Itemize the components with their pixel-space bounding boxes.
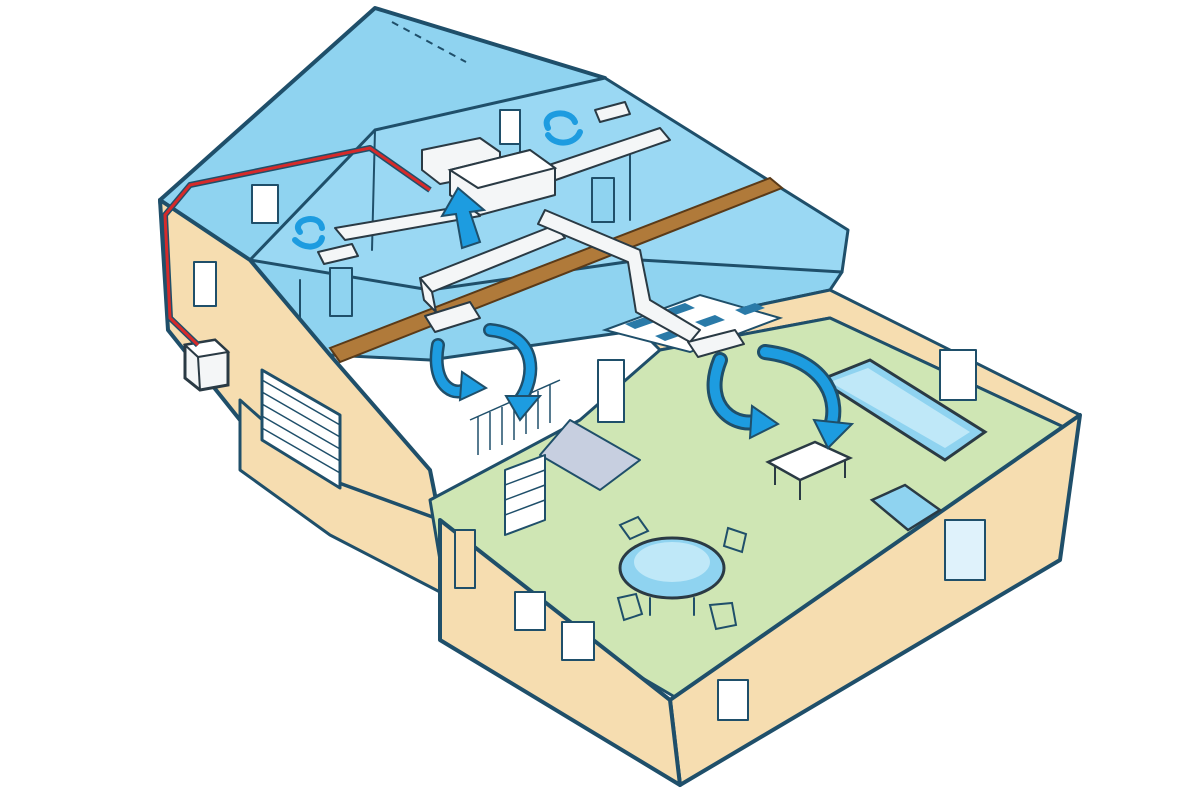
sofa (816, 358, 988, 462)
airflow-arrow-icon (440, 186, 487, 250)
air-handler-unit-icon (421, 137, 558, 216)
entry-door (454, 529, 476, 589)
hallway-floor (539, 419, 641, 491)
upper-window (499, 109, 521, 145)
ceiling-vent (424, 301, 481, 333)
coffee-table (765, 440, 854, 500)
ground-window (561, 621, 595, 661)
dining-set (616, 515, 748, 631)
outdoor-ac-unit-icon (182, 338, 231, 392)
upper-door (329, 267, 353, 317)
armchair (869, 483, 943, 532)
staircase (504, 454, 546, 536)
stair-steps (504, 469, 546, 516)
ground-window (717, 679, 749, 721)
airflow-arrows (292, 110, 855, 450)
roof-ridge-hidden-line (391, 21, 467, 63)
fridge (597, 359, 625, 423)
ceiling-vent (687, 329, 745, 358)
upper-floor (158, 6, 850, 362)
garage-door-slats (261, 379, 341, 474)
back-window (939, 349, 977, 401)
ceiling-vent (594, 101, 631, 123)
side-window (193, 261, 217, 307)
dining-chairs (616, 515, 748, 631)
airflow-arrow-icon (292, 216, 325, 250)
patio-door (944, 519, 986, 581)
airflow-arrow-icon (706, 352, 780, 440)
airflow-arrow-icon (483, 323, 543, 422)
upper-window (251, 184, 279, 224)
airflow-arrow-icon (429, 338, 489, 402)
airflow-arrow-icon (757, 344, 855, 450)
ceiling-vent (317, 243, 359, 265)
kitchen-tile-floor (601, 293, 784, 354)
airflow-arrow-icon (543, 110, 583, 146)
ground-window (514, 591, 546, 631)
upper-door (591, 177, 615, 223)
